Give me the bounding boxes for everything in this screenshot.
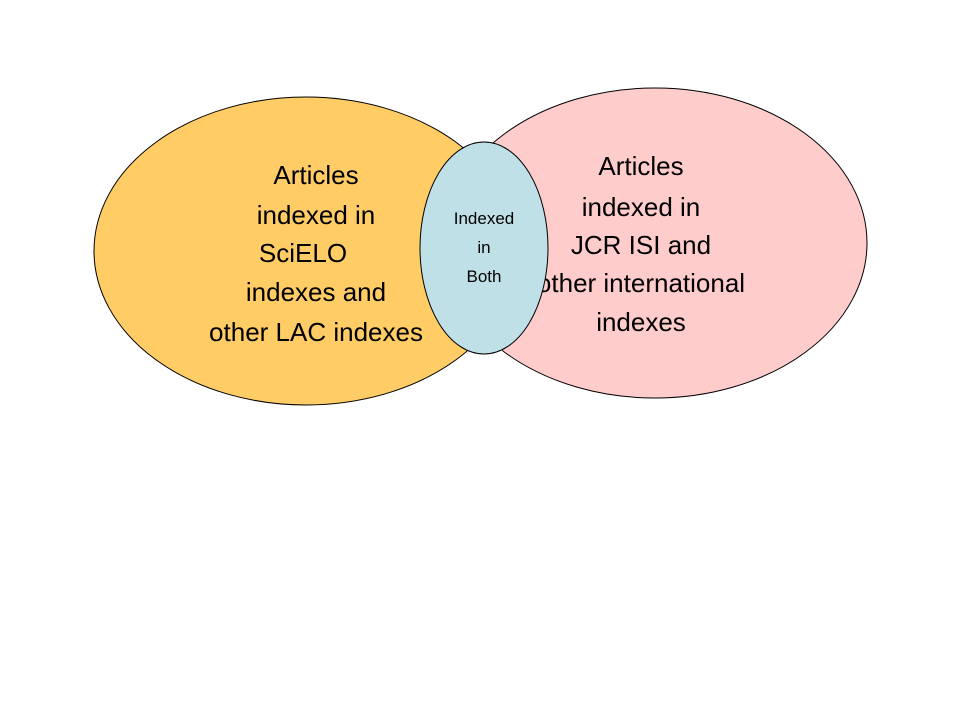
right-set-line-2: indexed in <box>582 192 701 222</box>
right-set-label: Articles indexed in JCR ISI and other in… <box>537 151 745 337</box>
left-set-label: Articles indexed in SciELO indexes and o… <box>209 160 423 347</box>
right-set-line-3: JCR ISI and <box>571 230 711 260</box>
intersection-label: Indexed in Both <box>454 209 515 286</box>
left-set-line-1: Articles <box>273 160 358 190</box>
intersection-line-3: Both <box>467 267 502 286</box>
intersection-line-2: in <box>477 238 490 257</box>
intersection-line-1: Indexed <box>454 209 515 228</box>
intersection-ellipse <box>419 141 549 355</box>
left-set-line-4: indexes and <box>246 277 386 307</box>
left-set-line-2: indexed in <box>257 200 376 230</box>
left-set-line-3: SciELO <box>259 238 347 268</box>
right-set-line-5: indexes <box>596 307 686 337</box>
right-set-line-1: Articles <box>598 151 683 181</box>
right-set-line-4: other international <box>537 268 745 298</box>
left-set-line-5: other LAC indexes <box>209 317 423 347</box>
